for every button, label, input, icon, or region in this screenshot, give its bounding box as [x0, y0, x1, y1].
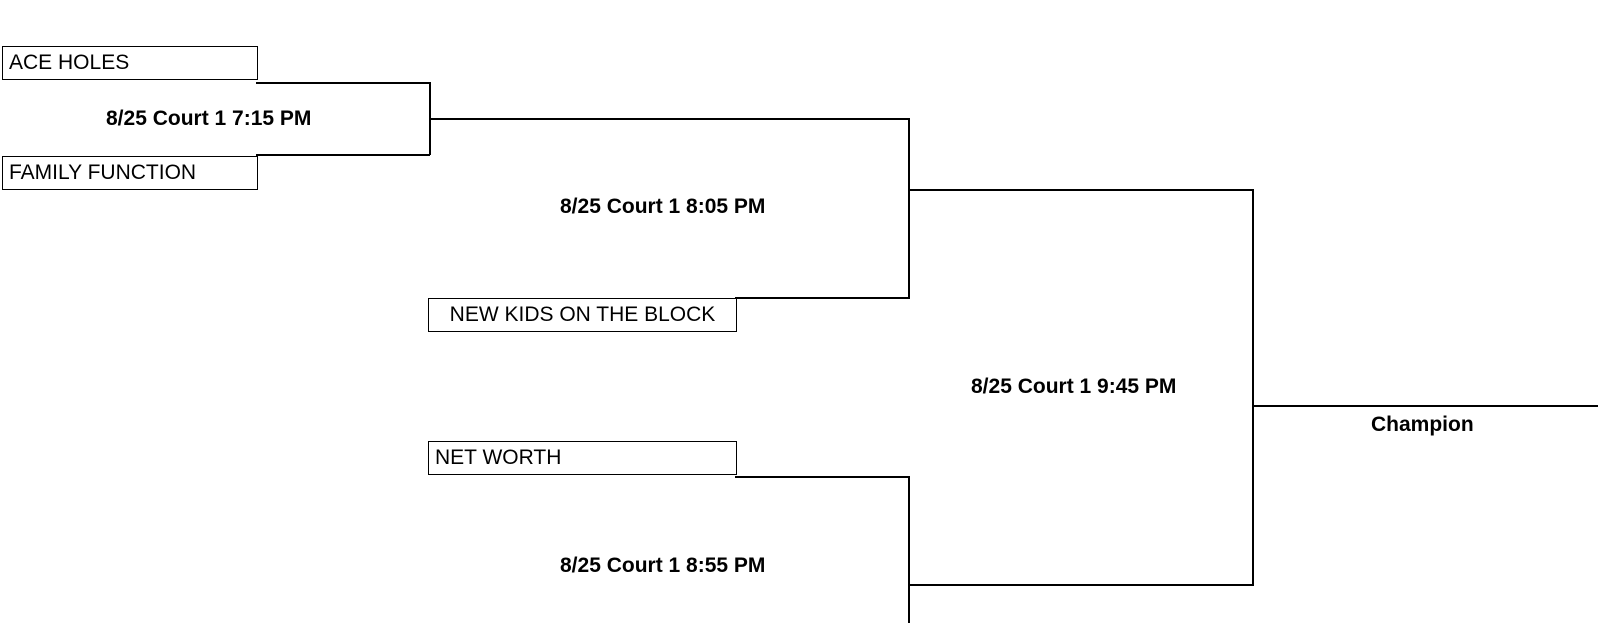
- team-slot-net-worth: NET WORTH: [428, 441, 737, 475]
- final-label: 8/25 Court 1 9:45 PM: [971, 375, 1177, 398]
- game1-top-connector: [256, 82, 430, 84]
- game3-label: 8/25 Court 1 8:55 PM: [560, 554, 766, 577]
- team-slot-family-function: FAMILY FUNCTION: [2, 156, 258, 190]
- team-slot-ace-holes: ACE HOLES: [2, 46, 258, 80]
- game2-winner-line: [908, 189, 1253, 191]
- champion-line: [1252, 405, 1598, 407]
- game2-bottom-connector: [735, 297, 910, 299]
- game2-label: 8/25 Court 1 8:05 PM: [560, 195, 766, 218]
- game1-winner-line: [429, 118, 909, 120]
- game3-top-connector: [735, 476, 910, 478]
- game1-label: 8/25 Court 1 7:15 PM: [106, 107, 312, 130]
- game1-bottom-connector: [256, 154, 430, 156]
- game3-winner-line: [908, 584, 1253, 586]
- game2-vertical-connector: [908, 118, 910, 299]
- final-vertical-connector: [1252, 189, 1254, 586]
- game3-vertical-connector: [908, 476, 910, 623]
- champion-label: Champion: [1371, 413, 1474, 436]
- team-slot-new-kids: NEW KIDS ON THE BLOCK: [428, 298, 737, 332]
